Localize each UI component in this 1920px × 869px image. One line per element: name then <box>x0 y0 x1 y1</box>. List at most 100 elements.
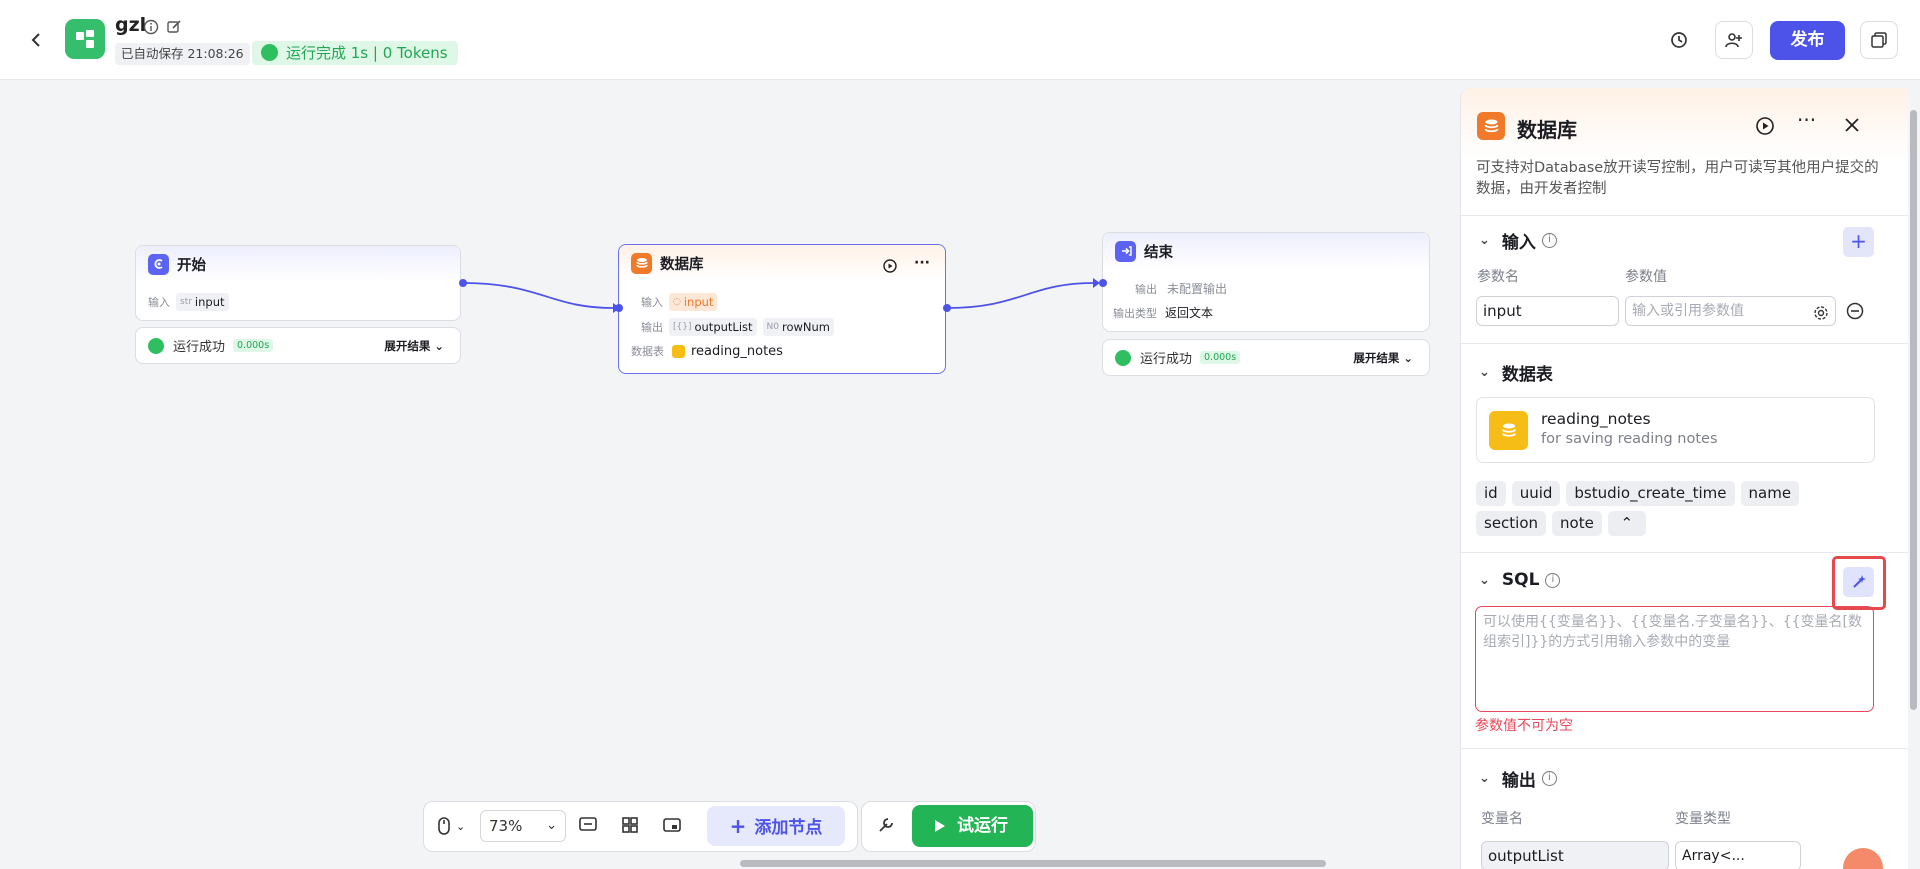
start-time-badge: 0.000s <box>233 339 274 352</box>
db-input-label: 输入 <box>641 296 663 309</box>
add-node-button[interactable]: +添加节点 <box>707 806 845 846</box>
db-output-label: 输出 <box>641 321 663 334</box>
zoom-select[interactable]: 73%⌄ <box>480 810 566 842</box>
divider <box>1461 215 1908 216</box>
run-node-icon[interactable] <box>883 259 897 277</box>
success-icon <box>1115 349 1131 366</box>
end-output-type-label: 输出类型 <box>1113 306 1157 320</box>
more-icon[interactable]: ··· <box>914 255 930 271</box>
field-tag: name <box>1740 481 1800 506</box>
run-status-text: 运行完成 1s | 0 Tokens <box>286 44 448 62</box>
end-output-label: 输出 <box>1135 282 1157 296</box>
end-node-title: 结束 <box>1144 244 1173 261</box>
remove-param-icon[interactable] <box>1846 302 1864 324</box>
field-tag: note <box>1552 511 1602 536</box>
end-output-value: 未配置输出 <box>1167 282 1228 296</box>
end-time-badge: 0.000s <box>1200 351 1241 364</box>
param-value-input[interactable]: 输入或引用参数值 <box>1625 296 1836 326</box>
panel-description: 可支持对Database放开读写控制，用户可读写其他用户提交的数据，由开发者控制 <box>1476 160 1879 197</box>
divider <box>1461 552 1908 553</box>
table-section-title[interactable]: ⌄数据表 <box>1479 365 1553 385</box>
table-card[interactable]: reading_notes for saving reading notes <box>1476 397 1875 463</box>
assistant-avatar[interactable] <box>1843 848 1883 869</box>
edge-start-db <box>462 282 614 309</box>
field-tag: id <box>1476 481 1506 506</box>
chevron-down-icon: ⌄ <box>1479 233 1490 248</box>
end-status: 运行成功 0.000s 展开结果 ⌄ <box>1102 339 1430 376</box>
run-node-icon[interactable] <box>1755 116 1775 140</box>
collaborators-icon[interactable] <box>1715 21 1753 59</box>
db-out-port[interactable] <box>943 304 951 312</box>
start-input-label: 输入 <box>148 296 170 309</box>
more-icon[interactable]: ··· <box>1797 108 1817 132</box>
end-in-port[interactable] <box>1099 279 1107 287</box>
start-expand-result[interactable]: 展开结果 ⌄ <box>384 338 444 353</box>
info-icon: i <box>1541 771 1557 786</box>
start-status: 运行成功 0.000s 展开结果 ⌄ <box>135 327 461 364</box>
db-node-title: 数据库 <box>660 256 704 273</box>
publish-button[interactable]: 发布 <box>1770 21 1845 60</box>
info-icon: i <box>1545 572 1561 588</box>
output-var-type[interactable]: Array<... <box>1675 841 1801 869</box>
wrench-icon[interactable] <box>876 815 896 839</box>
db-config-panel: 数据库 ··· 可支持对Database放开读写控制，用户可读写其他用户提交的数… <box>1460 88 1908 869</box>
output-var-name: outputList <box>1481 841 1669 869</box>
horizontal-scrollbar[interactable] <box>740 860 1326 867</box>
db-input-value: input <box>683 295 714 309</box>
param-name-input[interactable]: input <box>1476 296 1619 326</box>
table-name: reading_notes <box>1541 410 1651 428</box>
check-circle-icon <box>261 44 278 61</box>
database-icon <box>631 252 652 274</box>
comment-icon[interactable] <box>578 815 598 839</box>
table-icon <box>1489 411 1528 450</box>
highlight-box <box>1832 556 1886 610</box>
ai-generate-sql-button[interactable] <box>1843 567 1874 597</box>
type-label: N0 <box>766 322 779 332</box>
back-arrow-icon[interactable] <box>22 26 50 54</box>
trial-run-button[interactable]: 试运行 <box>912 805 1033 847</box>
end-expand-result[interactable]: 展开结果 ⌄ <box>1353 350 1413 365</box>
success-icon <box>148 337 164 354</box>
layout-icon[interactable] <box>620 815 640 839</box>
db-in-port[interactable] <box>615 304 623 312</box>
plus-icon: + <box>729 814 747 838</box>
settings-gear-icon <box>1813 303 1829 331</box>
minimap-icon[interactable] <box>662 815 682 839</box>
end-node[interactable]: 结束 输出 未配置输出 输出类型 返回文本 <box>1102 232 1430 332</box>
field-tag: section <box>1476 511 1547 536</box>
edit-icon[interactable] <box>166 19 182 35</box>
panel-header-bg <box>1461 88 1908 160</box>
db-table-label: 数据表 <box>631 345 664 358</box>
copy-icon[interactable] <box>1860 21 1898 59</box>
start-out-port[interactable] <box>459 279 467 287</box>
panel-scrollbar[interactable] <box>1908 110 1918 840</box>
chevron-down-icon: ⌄ <box>1479 365 1490 380</box>
sql-input[interactable]: 可以使用{{变量名}}、{{变量名.子变量名}}、{{变量名[数组索引]}}的方… <box>1475 606 1874 712</box>
mouse-mode-icon[interactable]: ⌄ <box>436 816 465 836</box>
collapse-fields-icon[interactable]: ⌃ <box>1607 511 1646 536</box>
info-icon[interactable] <box>143 19 159 35</box>
param-value-header: 参数值 <box>1625 269 1667 285</box>
database-icon <box>1477 112 1505 140</box>
db-output-1: outputList <box>694 320 753 334</box>
history-icon[interactable] <box>1660 21 1698 59</box>
field-tag: uuid <box>1511 481 1561 506</box>
chevron-down-icon: ⌄ <box>1479 572 1490 588</box>
close-icon[interactable] <box>1843 116 1861 138</box>
play-icon <box>934 805 946 847</box>
add-param-button[interactable]: + <box>1843 227 1874 257</box>
info-icon: i <box>1541 233 1557 248</box>
autosave-status: 已自动保存 21:08:26 <box>115 43 250 65</box>
start-input-value: input <box>194 295 225 309</box>
sql-error-message: 参数值不可为空 <box>1475 718 1573 734</box>
param-name-header: 参数名 <box>1477 269 1519 285</box>
var-name-header: 变量名 <box>1481 811 1523 827</box>
db-output-2: rowNum <box>782 320 831 334</box>
panel-title: 数据库 <box>1517 118 1577 142</box>
